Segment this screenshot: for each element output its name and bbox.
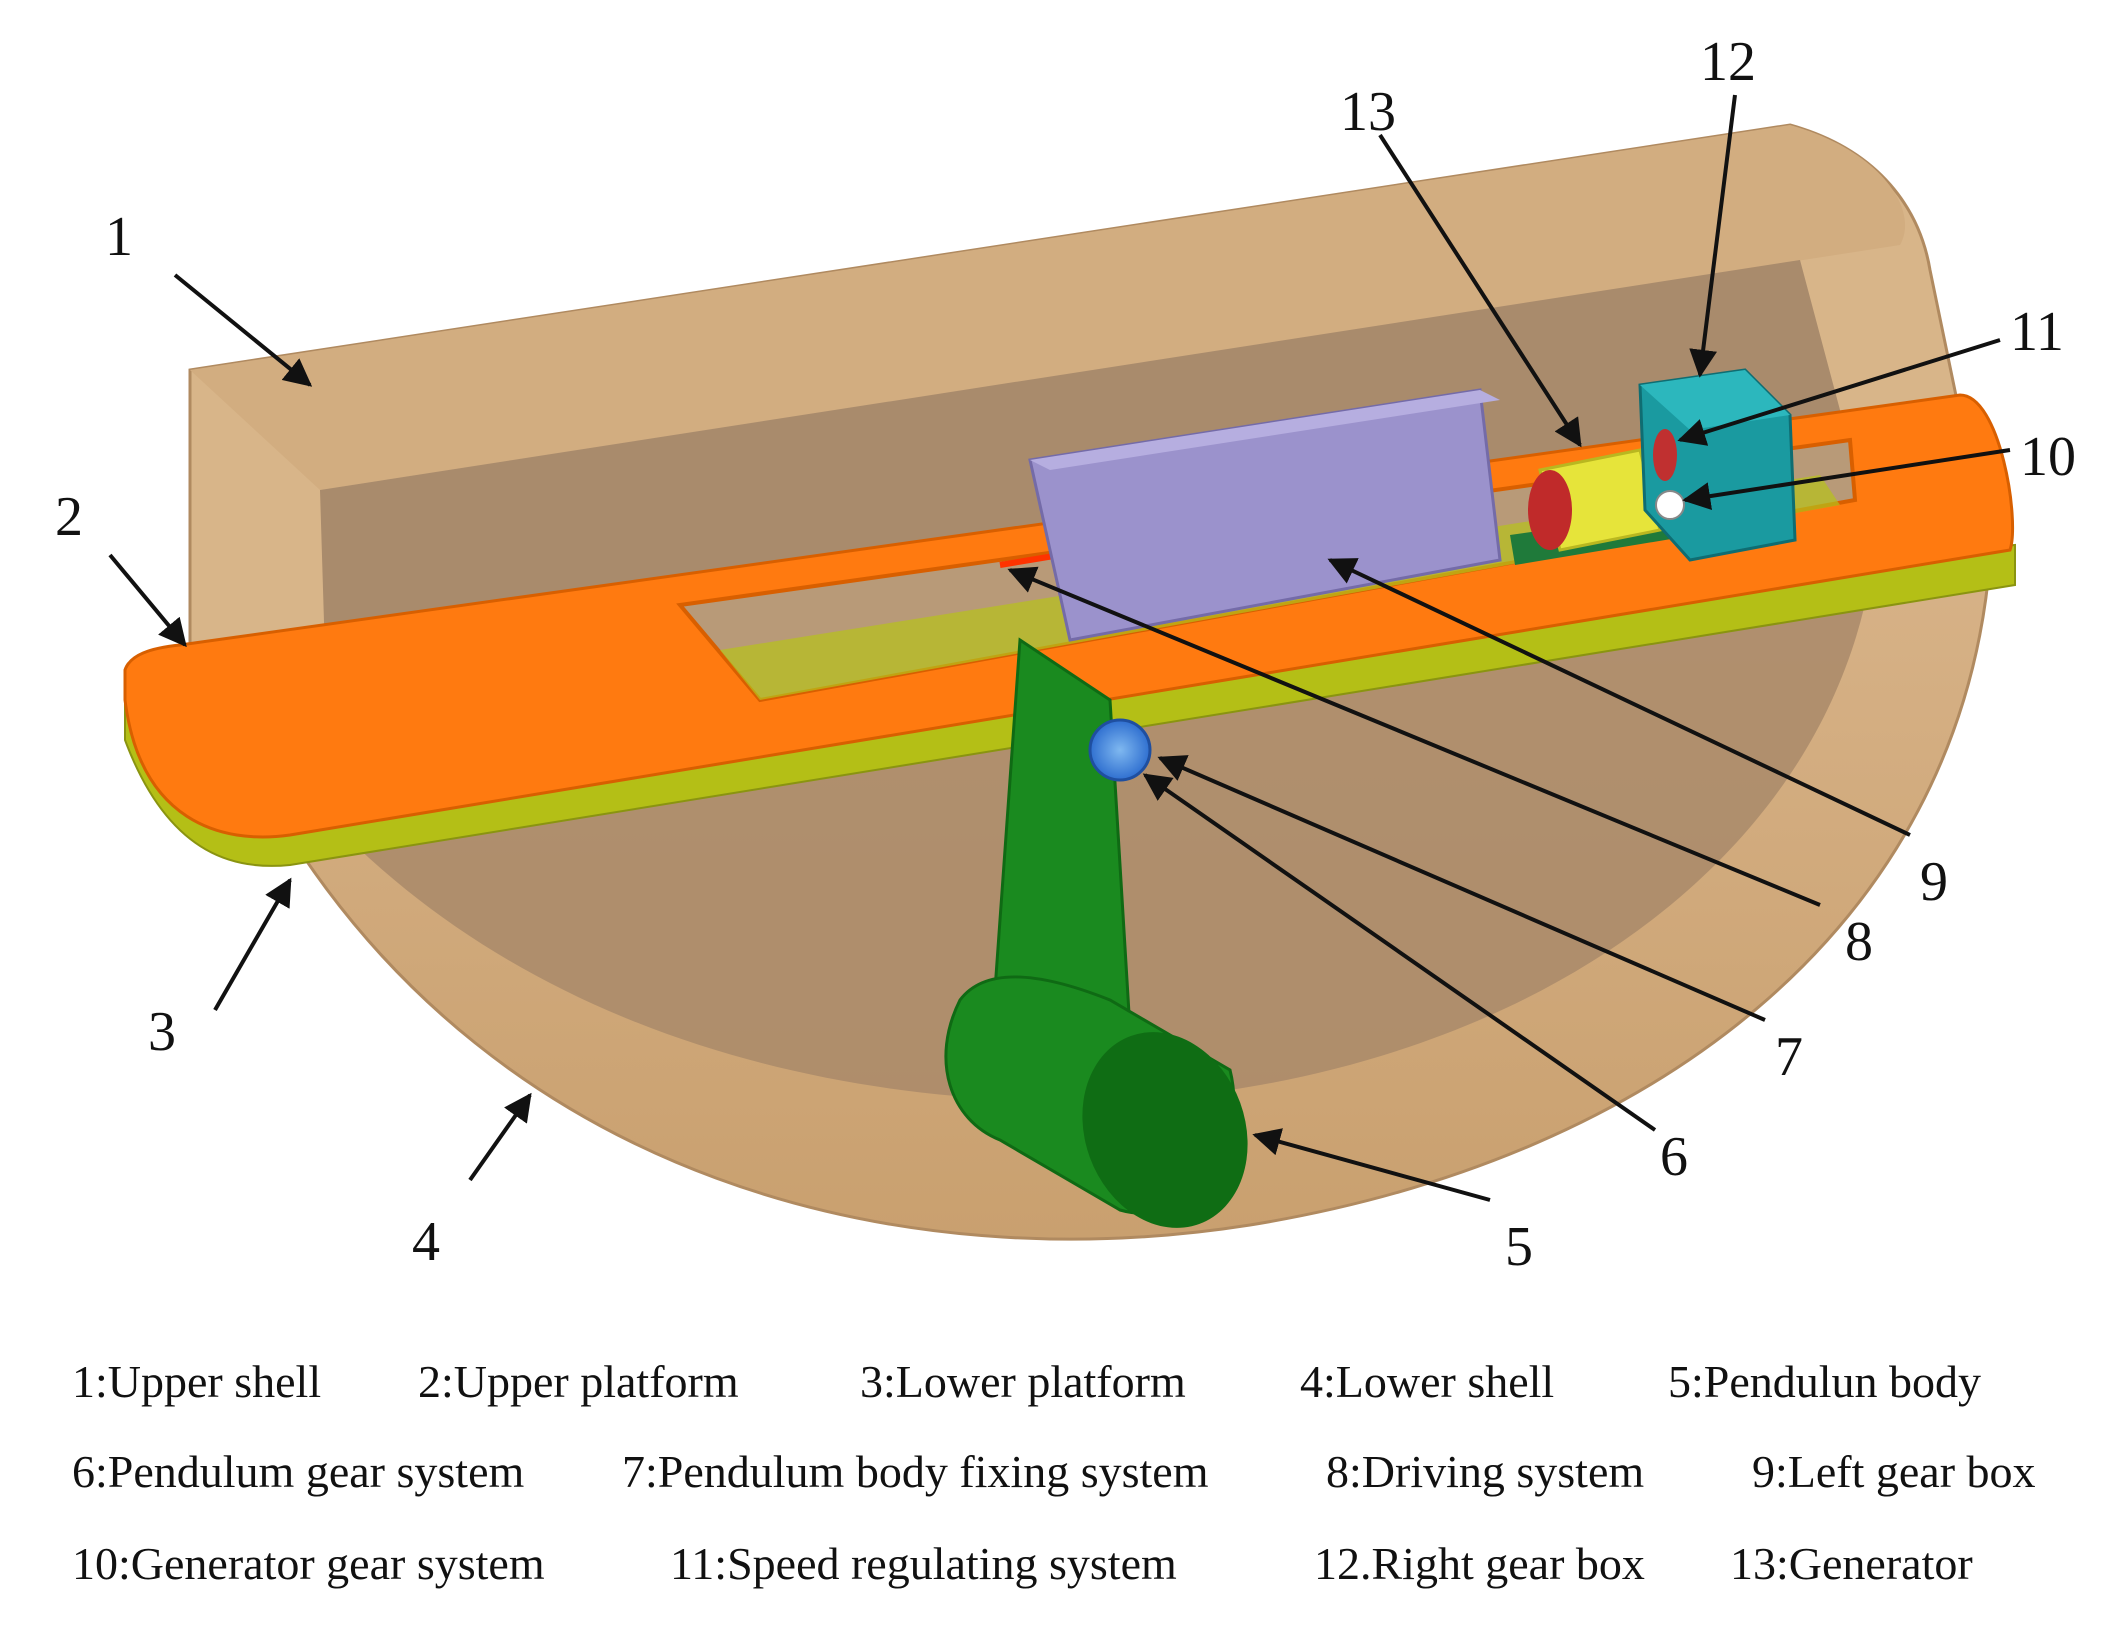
leader-1 bbox=[173, 273, 313, 387]
leader-3 bbox=[213, 877, 292, 1011]
legend-item-11: 11:Speed regulating system bbox=[670, 1538, 1177, 1589]
callout-7: 7 bbox=[1775, 1026, 1803, 1088]
callout-12: 12 bbox=[1700, 31, 1756, 93]
callout-8: 8 bbox=[1845, 911, 1873, 973]
legend-item-2: 2:Upper platform bbox=[418, 1356, 739, 1407]
leader-11 bbox=[1677, 338, 2001, 446]
legend-item-7: 7:Pendulum body fixing system bbox=[622, 1446, 1209, 1497]
legend-item-5: 5:Pendulun body bbox=[1668, 1356, 1982, 1407]
leader-4 bbox=[468, 1092, 532, 1182]
leader-5 bbox=[1252, 1128, 1491, 1202]
callout-5: 5 bbox=[1505, 1216, 1533, 1278]
generator-gear bbox=[1655, 490, 1685, 520]
leader-10 bbox=[1682, 448, 2011, 511]
callout-1: 1 bbox=[105, 206, 133, 268]
callout-4: 4 bbox=[412, 1211, 440, 1273]
callout-numbers: 1 2 3 4 5 6 7 8 9 10 11 12 13 bbox=[55, 31, 2076, 1278]
legend-item-9: 9:Left gear box bbox=[1752, 1446, 2036, 1497]
leader-2 bbox=[108, 553, 187, 648]
callout-10: 10 bbox=[2020, 426, 2076, 488]
callout-9: 9 bbox=[1920, 851, 1948, 913]
leader-12 bbox=[1689, 94, 1737, 378]
legend-item-12: 12.Right gear box bbox=[1314, 1538, 1645, 1589]
left-gear-box bbox=[1028, 388, 1502, 642]
legend-item-3: 3:Lower platform bbox=[860, 1356, 1186, 1407]
callout-2: 2 bbox=[55, 486, 83, 548]
pendulum-body bbox=[944, 975, 1248, 1228]
callout-6: 6 bbox=[1660, 1126, 1688, 1188]
leader-13 bbox=[1378, 133, 1582, 448]
callout-11: 11 bbox=[2010, 301, 2064, 363]
generator bbox=[1528, 448, 1662, 552]
callout-3: 3 bbox=[148, 1001, 176, 1063]
leader-7 bbox=[1157, 755, 1766, 1022]
legend-item-10: 10:Generator gear system bbox=[72, 1538, 545, 1589]
callout-13: 13 bbox=[1340, 81, 1396, 143]
legend-item-13: 13:Generator bbox=[1730, 1538, 1973, 1589]
leader-lines bbox=[108, 94, 2011, 1202]
leader-9 bbox=[1327, 558, 1911, 837]
speed-regulator bbox=[1653, 429, 1677, 481]
leader-8 bbox=[1007, 566, 1821, 907]
leader-6 bbox=[1142, 773, 1657, 1132]
legend-item-4: 4:Lower shell bbox=[1300, 1356, 1555, 1407]
upper-shell-top bbox=[190, 125, 1906, 490]
legend-item-1: 1:Upper shell bbox=[72, 1356, 322, 1407]
legend-item-8: 8:Driving system bbox=[1326, 1446, 1645, 1497]
legend-item-6: 6:Pendulum gear system bbox=[72, 1446, 525, 1497]
pendulum-gear bbox=[1088, 718, 1152, 782]
